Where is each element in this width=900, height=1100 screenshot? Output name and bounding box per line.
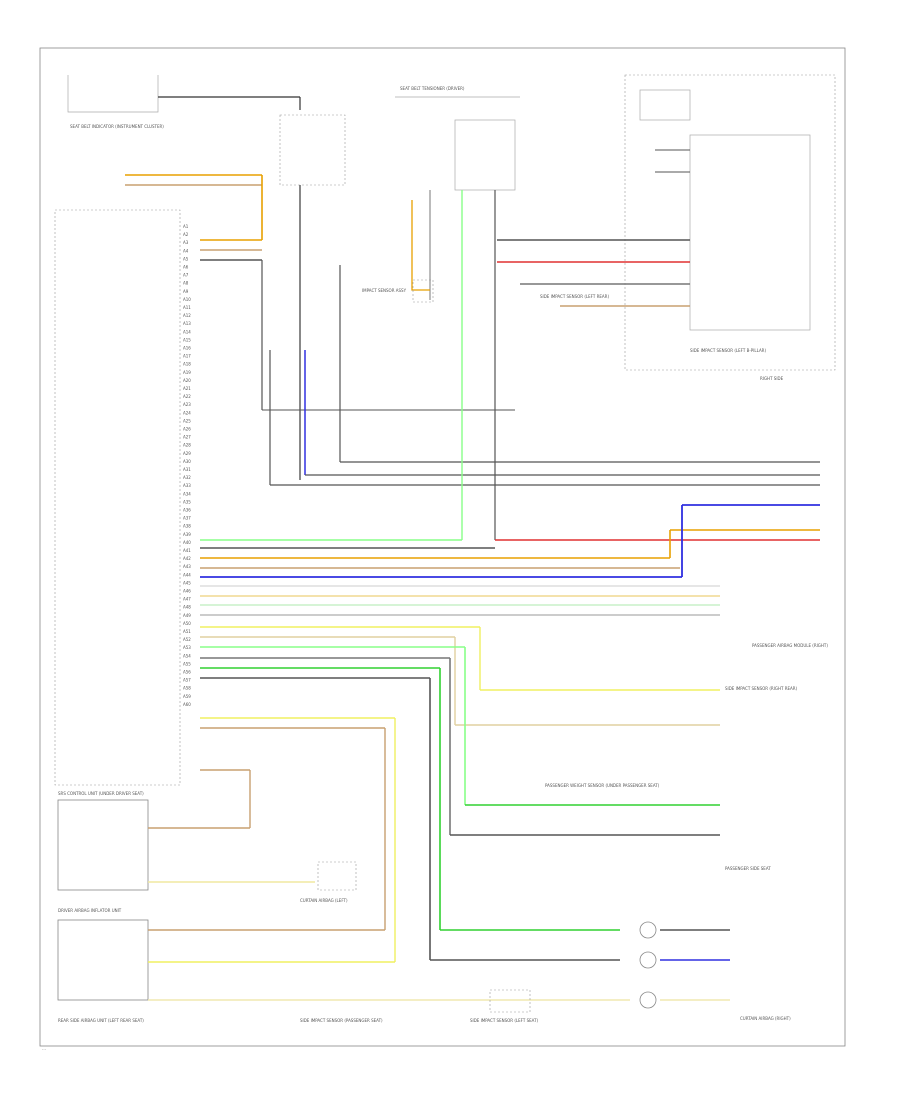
connector-pin: A56	[183, 670, 191, 675]
sensor-lower-2-label: SIDE IMPACT SENSOR (LEFT SEAT)	[470, 1018, 539, 1023]
connector-pin: A4	[183, 248, 189, 253]
connector-pin: A39	[183, 532, 191, 537]
connector-pin: A22	[183, 394, 191, 399]
front-seat-tensioner: SEAT BELT TENSIONER (DRIVER)	[395, 86, 520, 540]
connector-pin: A46	[183, 589, 191, 594]
connector-pin: A40	[183, 540, 191, 545]
connector-pin: A28	[183, 443, 191, 448]
connector-pin: A36	[183, 508, 191, 513]
connector-pin: A12	[183, 313, 191, 318]
connector-pin: A1	[183, 224, 189, 229]
connector-pin: A37	[183, 516, 191, 521]
srs-control-unit-connector: A1A2A3A4A5A6A7A8A9A10A11A12A13A14A15A16A…	[54, 209, 191, 786]
connector-pin: A14	[183, 329, 191, 334]
connector-pin: A33	[183, 483, 191, 488]
center-module	[279, 114, 346, 480]
connector-pin: A3	[183, 240, 189, 245]
impact-sensor-label: IMPACT SENSOR ASSY	[362, 288, 407, 293]
connector-pin: A15	[183, 337, 191, 342]
connector-pin: A5	[183, 256, 189, 261]
seat-belt-indicator-label: SEAT BELT INDICATOR (INSTRUMENT CLUSTER)	[70, 124, 164, 129]
connector-pin: A51	[183, 629, 191, 634]
connector-pin: A58	[183, 686, 191, 691]
legend-code: …	[42, 1046, 46, 1051]
connector-pin: A55	[183, 661, 191, 666]
side-sensor-box: SIDE IMPACT SENSOR (LEFT B-PILLAR) RIGHT…	[624, 74, 836, 381]
airbag-module-right-label: PASSENGER AIRBAG MODULE (RIGHT)	[752, 643, 828, 648]
connector-pin: A50	[183, 621, 191, 626]
connector-pin: A19	[183, 370, 191, 375]
connector-pin: A44	[183, 572, 191, 577]
connector-pin: A35	[183, 499, 191, 504]
connector-pin: A17	[183, 354, 191, 359]
connector-pin: A59	[183, 694, 191, 699]
connector-pin: A32	[183, 475, 191, 480]
connector-pin: A26	[183, 427, 191, 432]
sensor-lower-1-label: SIDE IMPACT SENSOR (PASSENGER SEAT)	[300, 1018, 383, 1023]
connector-pin: A23	[183, 402, 191, 407]
curtain-airbag-left-label: CURTAIN AIRBAG (LEFT)	[300, 898, 348, 903]
connector-pin: A45	[183, 580, 191, 585]
connector-pin: A16	[183, 346, 191, 351]
connector-pin: A30	[183, 459, 191, 464]
left-top-wires	[125, 174, 263, 261]
connector-pin: A48	[183, 605, 191, 610]
diagram-frame	[39, 47, 846, 1047]
right-rear-sensor-label: SIDE IMPACT SENSOR (RIGHT REAR)	[725, 686, 798, 691]
passenger-side-label: PASSENGER SIDE SEAT	[725, 866, 771, 871]
connector-pin: A6	[183, 265, 189, 270]
curtain-airbag-right: CURTAIN AIRBAG (RIGHT)	[639, 921, 791, 1021]
sensor-lower-1: SIDE IMPACT SENSOR (PASSENGER SEAT)	[300, 1018, 383, 1023]
main-harness	[200, 504, 820, 962]
connector-pin: A29	[183, 451, 191, 456]
connector-pin: A31	[183, 467, 191, 472]
impact-sensor: IMPACT SENSOR ASSY	[362, 200, 434, 303]
connector-pin: A13	[183, 321, 191, 326]
connector-pin: A34	[183, 491, 191, 496]
connector-pin: A11	[183, 305, 191, 310]
driver-airbag-unit-label: DRIVER AIRBAG INFLATOR UNIT	[58, 908, 122, 913]
srs-control-unit-label: SRS CONTROL UNIT (UNDER DRIVER SEAT)	[58, 791, 144, 796]
connector-pin: A42	[183, 556, 191, 561]
curtain-airbag-left: CURTAIN AIRBAG (LEFT)	[300, 861, 357, 903]
connector-pin: A7	[183, 273, 189, 278]
connector-pin: A8	[183, 281, 189, 286]
seat-belt-indicator: SEAT BELT INDICATOR (INSTRUMENT CLUSTER)	[67, 75, 301, 129]
connector-pin: A10	[183, 297, 191, 302]
left-rear-sensor-label: SIDE IMPACT SENSOR (LEFT REAR)	[540, 294, 609, 299]
connector-pin: A27	[183, 435, 191, 440]
connector-pin: A25	[183, 418, 191, 423]
connector-pin: A38	[183, 524, 191, 529]
connector-pin: A9	[183, 289, 189, 294]
front-seat-tensioner-label: SEAT BELT TENSIONER (DRIVER)	[400, 86, 465, 91]
connector-pin: A49	[183, 613, 191, 618]
connector-pin: A2	[183, 232, 189, 237]
connector-pin: A57	[183, 678, 191, 683]
curtain-airbag-right-label: CURTAIN AIRBAG (RIGHT)	[740, 1016, 791, 1021]
connector-pin: A41	[183, 548, 191, 553]
connector-pin: A47	[183, 597, 191, 602]
side-sensor-label: SIDE IMPACT SENSOR (LEFT B-PILLAR)	[690, 348, 766, 353]
rear-side-unit-label: REAR SIDE AIRBAG UNIT (LEFT REAR SEAT)	[58, 1018, 144, 1023]
connector-pin: A18	[183, 362, 191, 367]
pass-weight-label: PASSENGER WEIGHT SENSOR (UNDER PASSENGER…	[545, 783, 660, 788]
connector-pin: A60	[183, 702, 191, 707]
connector-pin: A43	[183, 564, 191, 569]
driver-airbag-unit: DRIVER AIRBAG INFLATOR UNIT REAR SIDE AI…	[57, 908, 630, 1023]
srs-control-unit: SRS CONTROL UNIT (UNDER DRIVER SEAT)	[57, 791, 315, 891]
connector-pin: A54	[183, 653, 191, 658]
connector-pin: A53	[183, 645, 191, 650]
connector-pin: A20	[183, 378, 191, 383]
connector-pin: A52	[183, 637, 191, 642]
right-side-label: RIGHT SIDE	[760, 376, 784, 381]
connector-pin: A21	[183, 386, 191, 391]
sensor-lower-2: SIDE IMPACT SENSOR (LEFT SEAT)	[470, 989, 539, 1023]
connector-pin: A24	[183, 410, 191, 415]
